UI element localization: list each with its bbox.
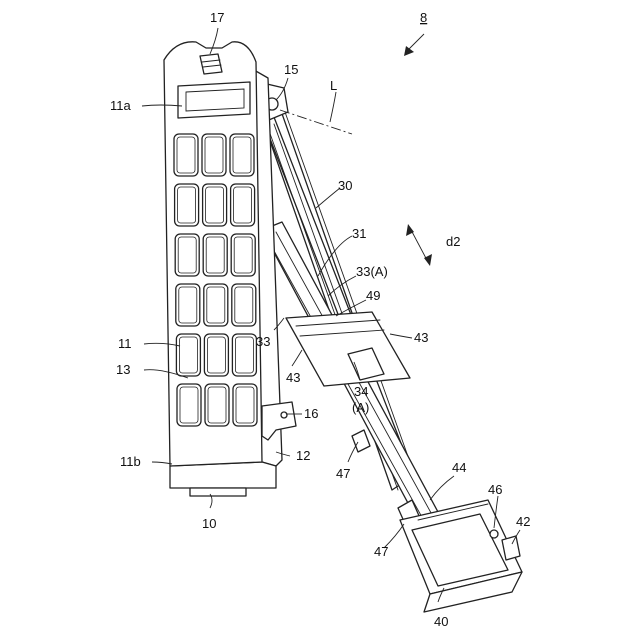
label-13: 13 xyxy=(116,362,130,377)
label-12: 12 xyxy=(296,448,310,463)
top-knob xyxy=(200,54,222,74)
label-16: 16 xyxy=(304,406,318,421)
grid-opening xyxy=(232,334,256,376)
lug-hole xyxy=(281,412,287,418)
grid-opening xyxy=(204,334,228,376)
cross-bracket xyxy=(286,312,410,386)
label-33: 33 xyxy=(256,334,270,349)
bracket-tab-42 xyxy=(502,536,520,560)
label-30: 30 xyxy=(338,178,352,193)
label-33A: 33(A) xyxy=(356,264,388,279)
grid-opening xyxy=(174,134,198,176)
label-11a: 11a xyxy=(110,98,131,113)
grid-opening xyxy=(176,284,200,326)
grid-opening xyxy=(204,284,228,326)
figure-arrow-head xyxy=(404,46,414,56)
label-43-left: 43 xyxy=(286,370,300,385)
grid-opening xyxy=(202,134,226,176)
grid-opening xyxy=(205,384,229,426)
grid-opening xyxy=(175,234,199,276)
label-40: 40 xyxy=(434,614,448,629)
grid-opening xyxy=(231,184,255,226)
label-L: L xyxy=(330,78,337,93)
label-11: 11 xyxy=(118,336,132,351)
axis-line xyxy=(280,110,352,134)
label-31: 31 xyxy=(352,226,366,241)
figure-number: 8 xyxy=(420,10,427,25)
label-34: 34 xyxy=(354,384,368,399)
label-34-A: (A) xyxy=(352,400,369,415)
bottom-tab xyxy=(190,488,246,496)
lower-bracket xyxy=(400,500,522,612)
label-49: 49 xyxy=(366,288,380,303)
label-11b: 11b xyxy=(120,454,141,469)
grid-opening xyxy=(232,284,256,326)
label-10: 10 xyxy=(202,516,216,531)
grid-opening xyxy=(203,184,227,226)
bracket-hole xyxy=(490,530,498,538)
grid-opening xyxy=(176,334,200,376)
label-46: 46 xyxy=(488,482,502,497)
label-43-right: 43 xyxy=(414,330,428,345)
handle-slot xyxy=(178,82,250,118)
label-42: 42 xyxy=(516,514,530,529)
label-17: 17 xyxy=(210,10,224,25)
grid-opening xyxy=(177,384,201,426)
label-47-upper: 47 xyxy=(336,466,350,481)
grid-opening xyxy=(231,234,255,276)
grid-opening xyxy=(230,134,254,176)
label-15: 15 xyxy=(284,62,298,77)
label-44: 44 xyxy=(452,460,466,475)
grid-opening xyxy=(233,384,257,426)
label-d2: d2 xyxy=(446,234,460,249)
grid-opening xyxy=(175,184,199,226)
label-47-lower: 47 xyxy=(374,544,388,559)
grid-opening xyxy=(203,234,227,276)
